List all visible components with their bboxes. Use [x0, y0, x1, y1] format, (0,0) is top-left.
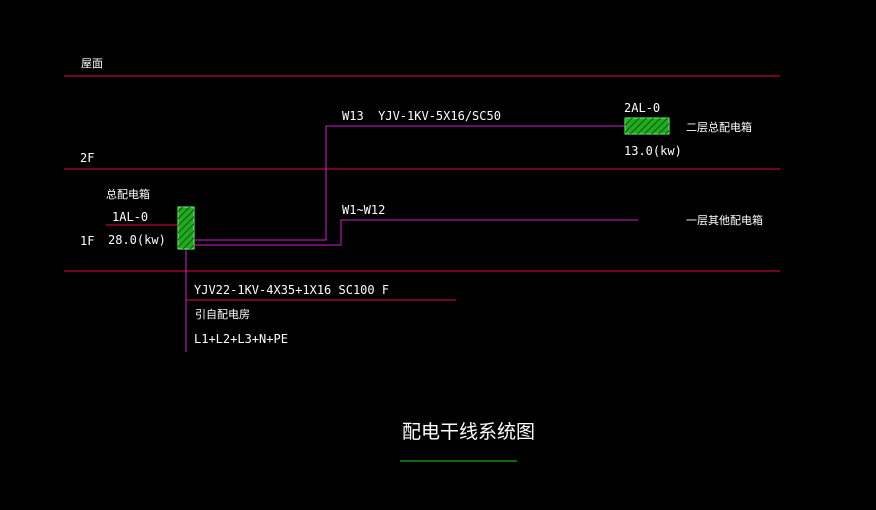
main-panel-id: 1AL-0: [112, 210, 148, 224]
main-panel-hatch: [178, 207, 194, 249]
w1-w12-target-label: 一层其他配电箱: [686, 213, 763, 227]
incoming-source-label: 引自配电房: [195, 307, 250, 321]
main-panel-load: 28.0(kw): [108, 233, 166, 247]
second-panel-id: 2AL-0: [624, 101, 660, 115]
first-floor-label: 1F: [80, 234, 94, 248]
w13-feeder-label: W13 YJV-1KV-5X16/SC50: [342, 109, 501, 123]
w1-w12-feeder-line: [194, 219, 638, 246]
w13-feeder-line: [194, 125, 625, 241]
main-panel-header: 总配电箱: [106, 187, 150, 201]
w1-w12-feeder-label: W1~W12: [342, 203, 385, 217]
roof-label: 屋面: [81, 57, 103, 70]
incoming-cable-label: YJV22-1KV-4X35+1X16 SC100 F: [194, 283, 389, 297]
second-panel-name: 二层总配电箱: [686, 120, 752, 134]
incoming-phases-label: L1+L2+L3+N+PE: [194, 332, 288, 346]
second-floor-label: 2F: [80, 151, 94, 165]
diagram-title: 配电干线系统图: [402, 421, 535, 443]
second-panel-hatch: [625, 118, 669, 134]
second-panel-load: 13.0(kw): [624, 144, 682, 158]
